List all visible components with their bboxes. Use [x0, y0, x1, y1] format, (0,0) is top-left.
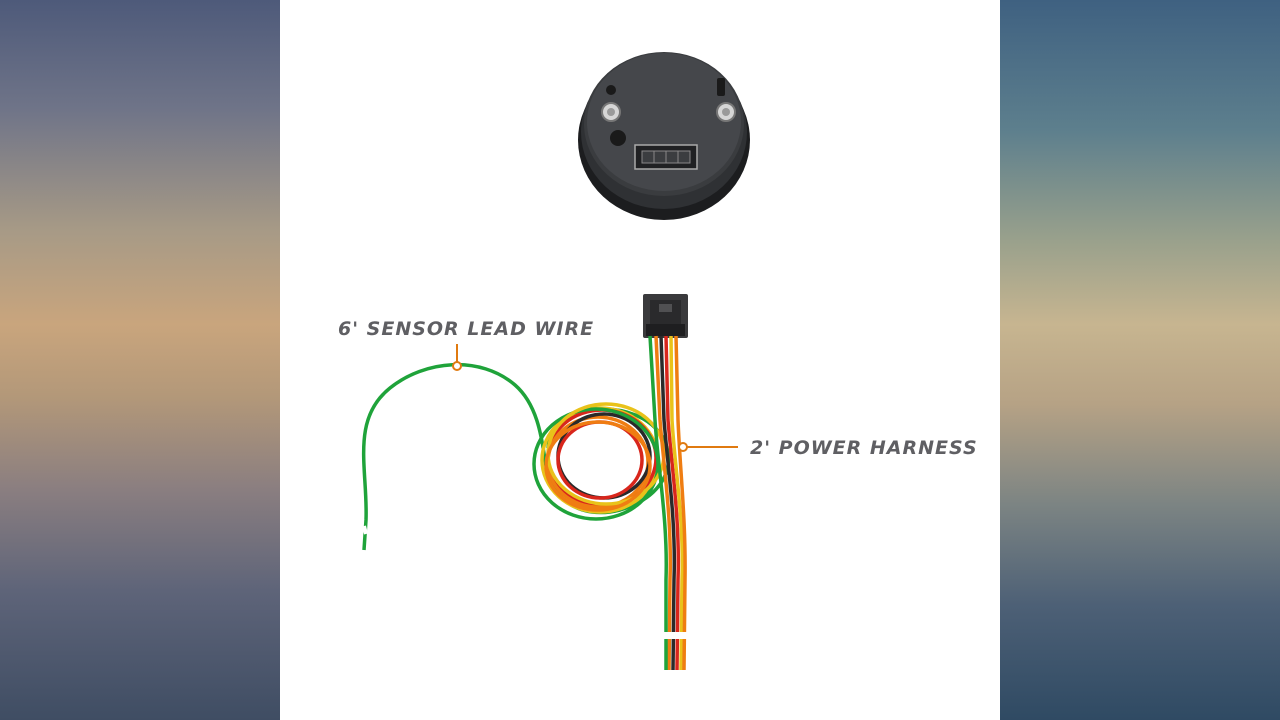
product-image-panel: 6' SENSOR LEAD WIRE 2' POWER HARNESS [280, 0, 1000, 720]
power-harness-label: 2' POWER HARNESS [750, 437, 978, 459]
harness-connector [643, 294, 688, 338]
sensor-lead-callout [452, 344, 462, 371]
gauge-light-socket [610, 130, 626, 146]
sensor-lead-wire-label: 6' SENSOR LEAD WIRE [338, 318, 595, 340]
sensor-lead-wire [361, 362, 671, 551]
power-harness-callout [678, 442, 738, 452]
blurred-background-left [0, 0, 280, 720]
blurred-background-right [1000, 0, 1280, 720]
power-harness-wires [648, 335, 687, 671]
product-illustration [361, 52, 750, 671]
gauge-back [578, 52, 750, 220]
